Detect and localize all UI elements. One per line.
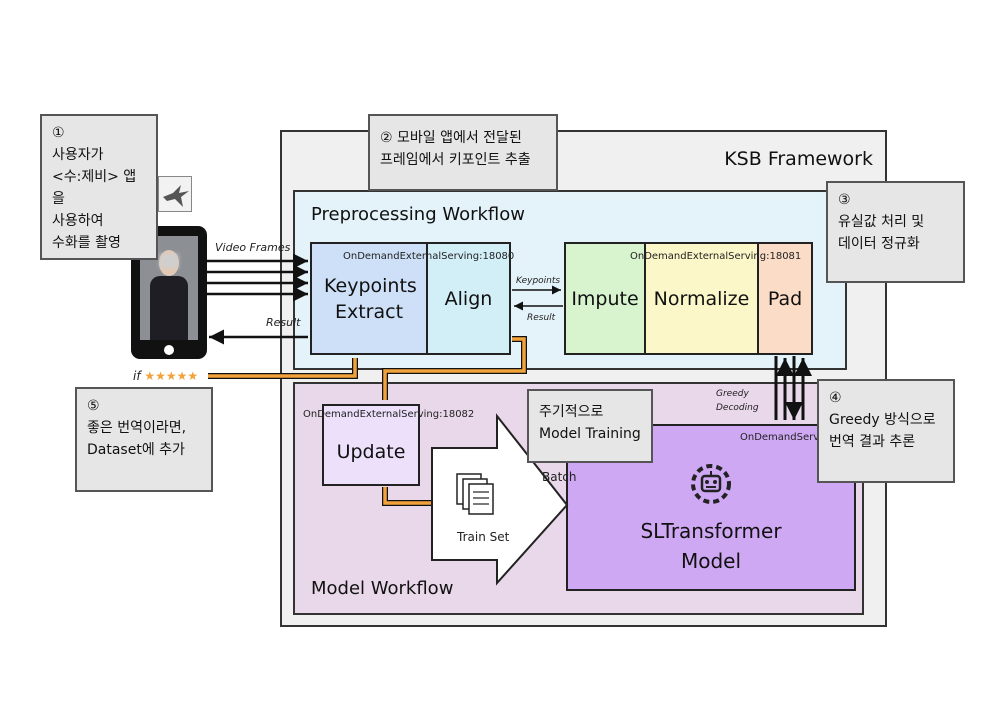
model-workflow-title: Model Workflow	[311, 578, 454, 599]
result-left-label: Result	[266, 316, 301, 329]
note-4: ④ Greedy 방식으로 번역 결과 추론	[817, 379, 955, 483]
preprocessing-title: Preprocessing Workflow	[311, 204, 525, 225]
serving-18080-label: OnDemandExternalServing:18080	[343, 251, 515, 262]
note-periodic-training: 주기적으로 Model Training	[527, 389, 653, 463]
note-3: ③ 유실값 처리 및 데이터 정규화	[826, 181, 965, 283]
normalize-label: Normalize	[653, 287, 750, 310]
update-label: Update	[336, 441, 406, 463]
update-box[interactable]: Update	[322, 404, 420, 486]
greedy-decoding-label: Greedy Decoding	[716, 389, 759, 413]
rating-condition: if ★★★★★	[133, 369, 198, 383]
impute-label: Impute	[571, 287, 639, 310]
train-set-documents-icon	[456, 473, 494, 515]
align-box[interactable]: Align	[426, 242, 511, 355]
align-label: Align	[444, 287, 493, 310]
note-5: ⑤ 좋은 번역이라면, Dataset에 추가	[75, 387, 213, 492]
normalize-box[interactable]: Normalize	[644, 242, 759, 355]
serving-model-label: OnDemandServing	[740, 432, 835, 443]
note-2: ② 모바일 앱에서 전달된 프레임에서 키포인트 추출	[368, 114, 558, 191]
result-mid-label: Result	[527, 313, 556, 323]
model-robot-icon	[687, 460, 735, 516]
framework-title: KSB Framework	[724, 148, 873, 170]
keypoints-extract-label: Keypoints Extract	[324, 274, 417, 323]
phone-home-button	[164, 345, 174, 355]
model-name-line1: SLTransformer	[640, 518, 782, 543]
impute-box[interactable]: Impute	[564, 242, 646, 355]
model-name-line2: Model	[680, 548, 742, 573]
note-1: ① 사용자가 <수:제비> 앱을 사용하여 수화를 촬영	[40, 114, 158, 260]
train-set-label: Train Set	[457, 530, 510, 544]
if-label: if	[133, 369, 141, 383]
pad-label: Pad	[767, 287, 803, 310]
five-stars-icon: ★★★★★	[144, 369, 199, 383]
keypoints-extract-box[interactable]: Keypoints Extract	[310, 242, 428, 355]
video-frames-label: Video Frames	[215, 241, 291, 254]
app-swallow-icon	[158, 176, 192, 212]
serving-18081-label: OnDemandExternalServing:18081	[630, 251, 802, 262]
serving-18082-label: OnDemandExternalServing:18082	[303, 409, 475, 420]
batch-label: Batch	[542, 470, 577, 484]
pad-box[interactable]: Pad	[757, 242, 813, 355]
keypoints-flow-label: Keypoints	[516, 276, 561, 286]
